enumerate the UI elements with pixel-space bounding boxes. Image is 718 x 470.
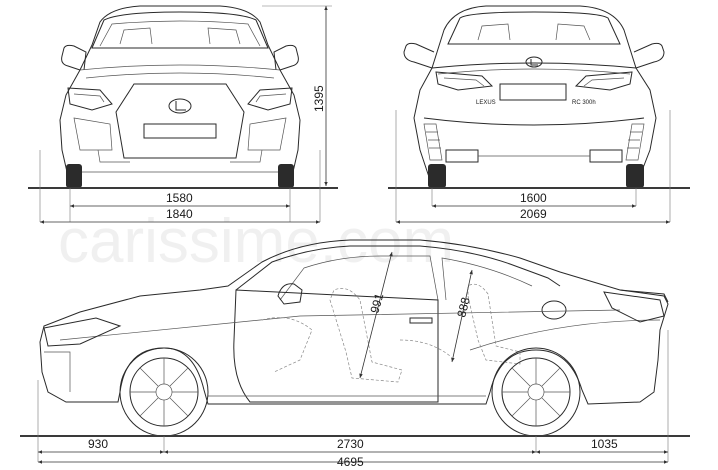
rear-emblem-icon — [525, 56, 543, 68]
rear-window — [447, 11, 621, 45]
interior-rear-seat — [467, 283, 521, 365]
rear-overhang-label: 1035 — [591, 437, 618, 451]
front-view — [59, 5, 301, 188]
front-right-mirror — [273, 44, 299, 71]
side-headlight — [43, 317, 122, 347]
rear-badge-brand: LEXUS — [476, 100, 496, 106]
front-left-headlight — [67, 87, 113, 111]
wheelbase-label: 2730 — [337, 437, 364, 451]
rear-left-taillight — [435, 71, 494, 91]
front-right-tire — [278, 164, 294, 188]
rear-badge-model: RC 300h — [572, 100, 596, 106]
front-left-tire — [66, 164, 82, 188]
rear-right-exhaust — [589, 149, 623, 163]
rear-right-taillight — [574, 71, 633, 91]
side-view: 991 888 — [39, 239, 669, 437]
rear-track-label: 1600 — [520, 191, 547, 205]
front-plate — [143, 123, 217, 139]
lexus-emblem-icon — [168, 98, 192, 114]
rear-width-label: 2069 — [520, 207, 547, 221]
side-rear-wheel — [491, 347, 581, 437]
rear-left-vent — [423, 123, 443, 161]
door-handle — [409, 317, 433, 324]
front-body-outline — [59, 5, 301, 186]
rear-left-exhaust — [445, 149, 479, 163]
rear-view: LEXUS RC 300h — [403, 5, 665, 188]
rear-plate — [499, 83, 567, 101]
side-front-wheel — [119, 347, 209, 437]
rear-body-outline — [413, 5, 657, 187]
fuel-door — [541, 300, 567, 320]
side-taillight — [603, 291, 665, 323]
front-left-mirror — [61, 44, 87, 71]
front-overhang-label: 930 — [88, 437, 108, 451]
rear-right-mirror — [633, 42, 665, 69]
rear-right-vent — [625, 123, 645, 161]
front-track-label: 1580 — [166, 191, 193, 205]
headroom-front-label: 991 — [367, 291, 386, 314]
front-right-headlight — [247, 87, 293, 111]
interior-front-seat — [329, 288, 403, 383]
front-windshield — [91, 11, 269, 49]
headroom-rear-label: 888 — [454, 296, 473, 319]
front-width-label: 1840 — [166, 207, 193, 221]
front-height-label: 1395 — [312, 85, 326, 112]
side-door — [233, 289, 439, 403]
rear-left-tire — [428, 164, 446, 188]
rear-left-mirror — [403, 42, 435, 69]
side-mirror — [277, 283, 303, 305]
side-greenhouse — [235, 245, 561, 291]
rear-right-tire — [626, 164, 644, 188]
overall-length-label: 4695 — [337, 455, 364, 469]
front-spindle-grille — [115, 83, 245, 159]
